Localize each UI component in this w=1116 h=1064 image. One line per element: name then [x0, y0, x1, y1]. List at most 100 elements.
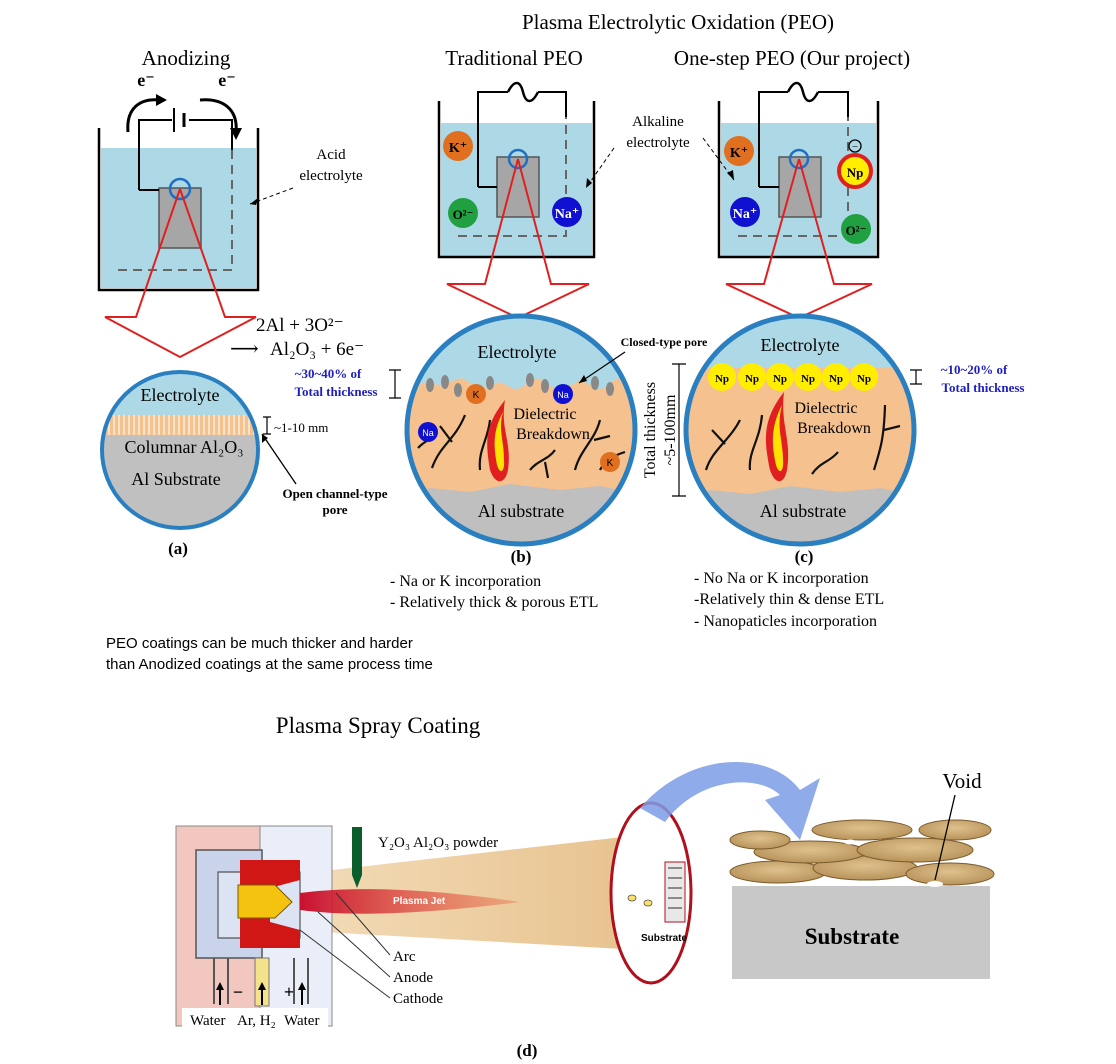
closed-pores-b	[426, 373, 614, 397]
note-c-3: - Nanopaticles incorporation	[694, 613, 877, 630]
caption-a: (a)	[168, 539, 188, 558]
traditional-peo-title: Traditional PEO	[445, 46, 582, 70]
peo-title: Plasma Electrolytic Oxidation (PEO)	[522, 10, 834, 34]
thickness-bracket-c	[910, 369, 922, 385]
cathode-yellow	[237, 884, 293, 919]
small-substrate-block	[664, 861, 686, 923]
small-na-label-b1: Na	[557, 390, 569, 400]
alkaline-label-line1: Alkaline	[632, 114, 684, 130]
substrate-big-label: Substrate	[805, 924, 900, 949]
al-substrate-label-b: Al substrate	[478, 501, 564, 521]
onestep-peo-zoom-circle: Np Np Np Np Np Np Electrolyte Dielectric…	[683, 313, 917, 547]
negative-charge-label: −	[852, 141, 858, 153]
water-label-1: Water	[190, 1013, 225, 1029]
anodizing-zoom-circle: Electrolyte Columnar Al₂O₃ Al Substrate	[100, 370, 260, 530]
onestep-peo-title: One-step PEO (Our project)	[674, 46, 910, 70]
substrate-small-label: Substrate	[641, 933, 688, 944]
oxygen-ion-label-c: O²⁻	[846, 223, 867, 238]
sodium-ion-label-c: Na⁺	[733, 207, 758, 222]
powder-label: Y₂O₃ Al₂O₃ powder	[378, 835, 498, 851]
reaction-line2: Al₂O₃ + 6e⁻	[270, 339, 364, 360]
ac-source-symbol	[506, 81, 540, 103]
sodium-ion-b	[552, 197, 582, 227]
electron-arrow-right	[199, 98, 238, 133]
arc-label: Arc	[393, 949, 416, 965]
total-thickness-line1: Total thickness	[642, 382, 659, 478]
oxygen-ion-label-b: O²⁻	[453, 207, 474, 222]
powder-injector	[352, 827, 362, 875]
np-label-1: Np	[715, 373, 729, 385]
note-c-1: - No Na or K incorporation	[694, 570, 869, 587]
anodizing-title: Anodizing	[142, 46, 231, 70]
sodium-ion-c	[730, 197, 760, 227]
zoom-transfer-arrow	[640, 761, 820, 840]
small-na-ion-b1	[553, 384, 573, 404]
sodium-ion-label-b: Na⁺	[555, 207, 580, 222]
cracks-c	[704, 404, 901, 475]
np-label-3: Np	[773, 373, 787, 385]
cathode-dashed-line	[118, 150, 233, 271]
columnar-label: Columnar Al₂O₃	[124, 437, 243, 457]
np-label-5: Np	[829, 373, 843, 385]
pct-label-c-line1: ~10~20% of	[941, 362, 1008, 377]
traditional-peo-cell: K⁺ O²⁻ Na⁺	[437, 81, 596, 259]
al-substrate-label-a: Al Substrate	[131, 469, 221, 489]
big-substrate-block	[732, 886, 990, 979]
dielectric-label-c-line1: Dielectric	[794, 400, 857, 417]
dielectric-label-c-line2: Breakdown	[797, 420, 871, 437]
zoom-focus-circle	[168, 177, 192, 201]
total-thickness-bracket	[672, 363, 686, 497]
small-k-ion-b2	[600, 452, 620, 472]
spray-cone	[288, 835, 640, 950]
ac-source-symbol-c	[786, 81, 820, 103]
plasma-jet-label: Plasma Jet	[393, 896, 446, 907]
dielectric-label-b-line2: Breakdown	[516, 426, 590, 443]
plasma-jet-flame	[300, 889, 520, 914]
negative-charge-icon	[848, 139, 862, 153]
electron-left-label: e⁻	[137, 70, 155, 90]
minus-label-d: −	[233, 982, 243, 1002]
small-k-label-b1: K	[473, 390, 480, 401]
thickness-bracket-a	[263, 416, 271, 435]
aluminum-electrode-b	[496, 156, 540, 218]
small-na-ion-b2	[418, 422, 438, 442]
note-b-1: - Na or K incorporation	[390, 573, 541, 590]
oxygen-ion-c	[841, 214, 871, 244]
comparison-line2: than Anodized coatings at the same proce…	[106, 656, 433, 673]
circuit-wire	[138, 119, 233, 190]
np-label-2: Np	[745, 373, 759, 385]
np-label-4: Np	[801, 373, 815, 385]
gas-label: Ar, H₂	[237, 1013, 276, 1029]
plasma-gun	[175, 825, 362, 1027]
thickness-label-a: ~1-10 mm	[274, 420, 328, 435]
cathode-label: Cathode	[393, 991, 443, 1007]
closed-pore-label: Closed-type pore	[621, 335, 708, 349]
onestep-peo-cell: K⁺ Na⁺ Np − O²⁻	[717, 81, 880, 259]
note-c-2: -Relatively thin & dense ETL	[694, 591, 884, 608]
caption-b: (b)	[511, 547, 532, 566]
potassium-ion-b	[443, 131, 473, 161]
acid-label-line2: electrolyte	[299, 168, 363, 184]
pore-label-line1: Open channel-type	[282, 486, 387, 501]
reaction-line1: 2Al + 3O²⁻	[256, 315, 344, 336]
pct-label-b-line2: Total thickness	[295, 384, 378, 399]
al-substrate-label-c: Al substrate	[760, 501, 846, 521]
pct-label-b-line1: ~30~40% of	[295, 366, 362, 381]
potassium-ion-label-c: K⁺	[730, 146, 748, 161]
small-k-label-b2: K	[607, 458, 614, 469]
zoom-arrow-a	[104, 188, 257, 359]
acid-label-line1: Acid	[316, 147, 346, 163]
electrolyte-label-a: Electrolyte	[141, 385, 220, 405]
electron-arrow-left	[126, 98, 161, 133]
alkaline-label-line2: electrolyte	[626, 135, 690, 151]
thickness-bracket-b	[389, 369, 401, 399]
zoom-focus-circle-c	[788, 148, 810, 170]
oxygen-ion-b	[448, 198, 478, 228]
nanoparticle-layer: Np Np Np Np Np Np	[708, 363, 878, 391]
water-label-2: Water	[284, 1013, 319, 1029]
aluminum-electrode	[158, 187, 202, 249]
small-k-ion-b1	[466, 384, 486, 404]
caption-d: (d)	[517, 1041, 538, 1060]
plus-label-d: +	[284, 982, 294, 1002]
